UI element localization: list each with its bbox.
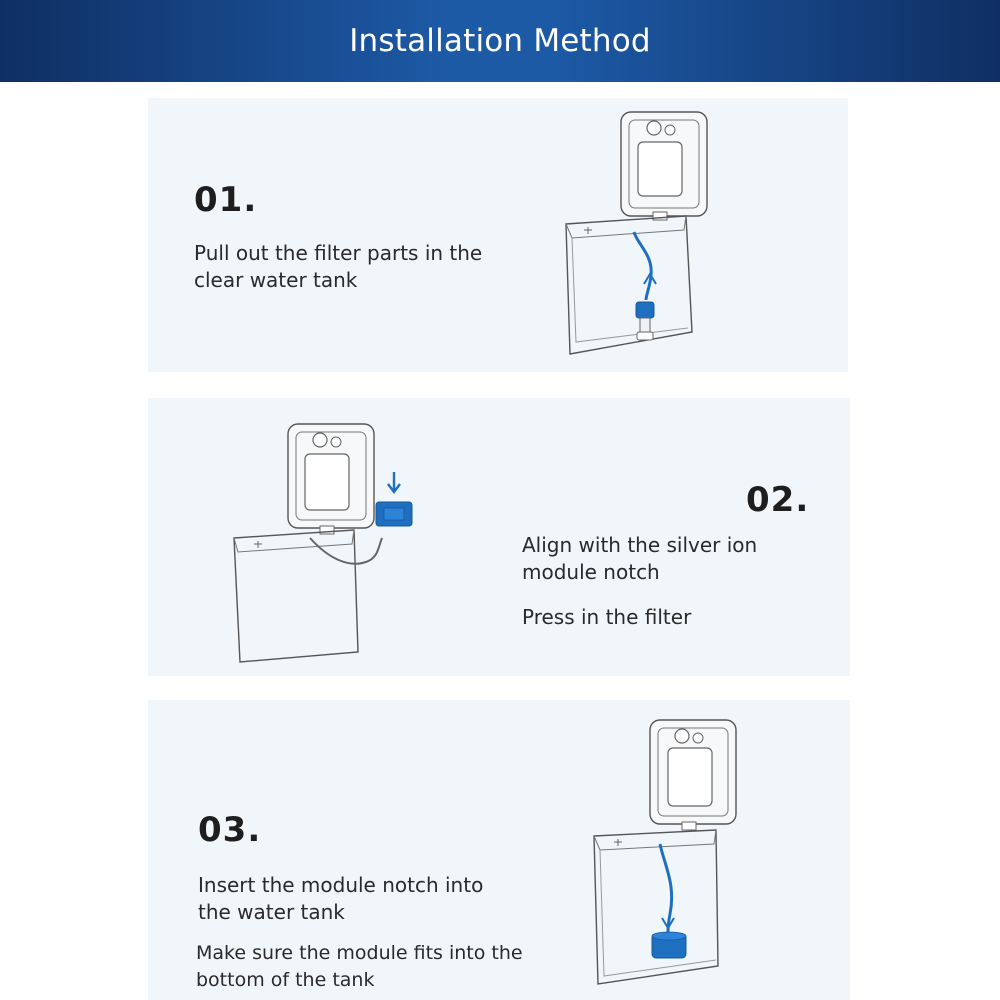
tank-illustration-step-2 <box>233 423 413 663</box>
step-2-text: Align with the silver ion module notch <box>522 533 758 584</box>
step-2-number: 02. <box>746 480 810 520</box>
step-3-panel: 03. Insert the module notch into the wat… <box>148 700 850 1000</box>
step-1-number: 01. <box>194 180 258 220</box>
step-1-panel: 01. Pull out the filter parts in the cle… <box>148 98 848 372</box>
step-2-subtext: Press in the filter <box>522 605 692 629</box>
tank-illustration-step-1 <box>565 111 708 355</box>
step-2-panel: 02. Align with the silver ion module not… <box>148 398 850 676</box>
tank-illustration-step-3 <box>593 719 737 985</box>
step-3-subtext: Make sure the module fits into the botto… <box>196 942 523 991</box>
page-header: Installation Method <box>0 0 1000 82</box>
step-1-text: Pull out the filter parts in the clear w… <box>194 241 483 292</box>
step-3-text: Insert the module notch into the water t… <box>198 873 484 924</box>
step-3-number: 03. <box>198 810 262 850</box>
page-title: Installation Method <box>349 23 651 59</box>
